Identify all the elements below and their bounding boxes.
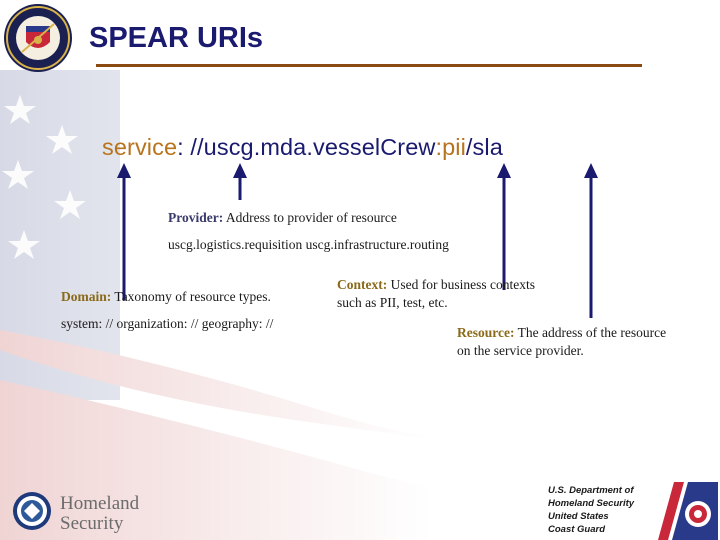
uri-separator: : // <box>177 134 204 160</box>
dhs-wordmark: Homeland Security <box>60 494 139 534</box>
cg-wordmark-line3: United States <box>548 511 609 522</box>
domain-description: Taxonomy of resource types. <box>114 289 271 304</box>
uri-scheme: service <box>102 134 178 160</box>
dhs-wordmark-line2: Security <box>60 513 124 534</box>
uri-separator: : <box>435 134 443 160</box>
provider-examples: uscg.logistics.requisition uscg.infrastr… <box>168 237 449 252</box>
cg-wordmark-line2: Homeland Security <box>548 498 635 509</box>
context-note: Context: Used for business contexts such… <box>337 276 535 312</box>
domain-examples: system: // organization: // geography: /… <box>61 316 274 331</box>
resource-arrowhead <box>584 163 598 178</box>
resource-description: The address of the resource <box>517 325 667 340</box>
dhs-seal-icon <box>13 492 51 530</box>
slide-title: SPEAR URIs <box>89 22 264 54</box>
dhs-logo: Homeland Security <box>12 491 139 536</box>
context-description: Used for business contexts <box>390 277 535 292</box>
uri-context: pii <box>442 134 466 160</box>
resource-note: Resource: The address of the resource on… <box>457 324 666 360</box>
cg-wordmark-line1: U.S. Department of <box>548 485 634 496</box>
domain-note: Domain: Taxonomy of resource types. <box>61 288 271 306</box>
provider-description: Address to provider of resource <box>225 210 397 225</box>
dhs-wordmark-line1: Homeland <box>60 493 140 514</box>
context-label: Context: <box>337 277 388 292</box>
uri-provider: uscg.mda.vesselCrew <box>203 134 436 160</box>
uri-separator: / <box>465 134 473 160</box>
coast-guard-wordmark: U.S. Department of Homeland Security Uni… <box>548 484 634 536</box>
domain-label: Domain: <box>61 289 112 304</box>
uri-resource: sla <box>472 134 503 160</box>
domain-arrowhead <box>117 163 131 178</box>
racing-stripe-icon <box>658 482 718 540</box>
resource-label: Resource: <box>457 325 515 340</box>
context-description-line2: such as PII, test, etc. <box>337 295 448 310</box>
provider-label: Provider: <box>168 210 224 225</box>
coast-guard-seal-logo <box>4 4 72 72</box>
provider-arrowhead <box>233 163 247 178</box>
uri-example: service: //uscg.mda.vesselCrew:pii/sla <box>102 134 503 161</box>
cg-wordmark-line4: Coast Guard <box>548 524 606 535</box>
context-arrowhead <box>497 163 511 178</box>
resource-description-line2: on the service provider. <box>457 343 584 358</box>
title-underline <box>96 64 642 67</box>
provider-note: Provider: Address to provider of resourc… <box>168 209 397 227</box>
